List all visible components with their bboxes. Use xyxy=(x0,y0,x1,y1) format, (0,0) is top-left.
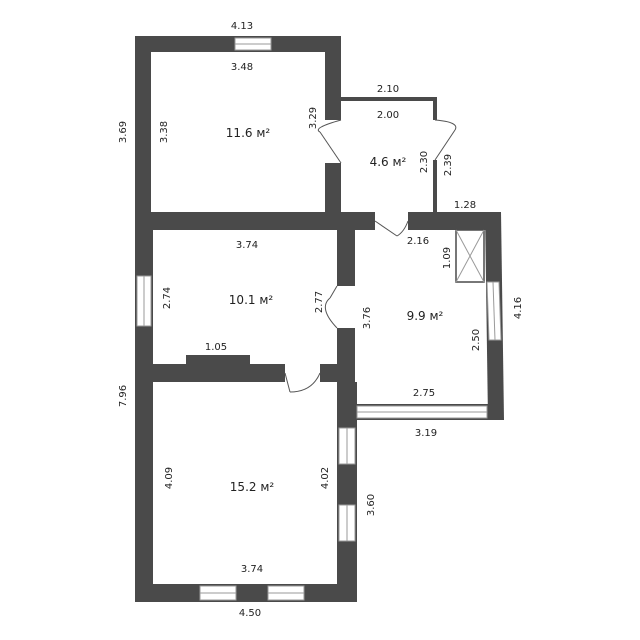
window-right-room5-upper xyxy=(338,427,356,465)
dimension-label: 2.75 xyxy=(413,388,435,399)
dimension-labels: 4.13 3.48 3.69 3.38 3.29 2.10 2.00 2.30 … xyxy=(118,21,524,619)
wall xyxy=(325,163,341,228)
wall xyxy=(135,36,151,228)
shaft-box xyxy=(455,229,485,283)
dimension-label: 1.05 xyxy=(205,342,227,353)
dimension-label: 4.09 xyxy=(164,467,175,489)
window-bottom-right xyxy=(267,585,305,601)
small-room-walls xyxy=(341,97,437,212)
dimension-label: 1.28 xyxy=(454,200,476,211)
door-room1-small xyxy=(317,119,342,164)
window-balcony-right xyxy=(486,281,502,341)
dimension-label: 2.10 xyxy=(377,84,399,95)
dimension-label: 3.29 xyxy=(308,107,319,129)
wall xyxy=(135,584,357,602)
window-balcony-bottom xyxy=(356,405,488,419)
dimension-label: 7.96 xyxy=(118,385,129,407)
windows xyxy=(136,37,502,601)
area-labels: 11.6 м² 4.6 м² 10.1 м² 9.9 м² 15.2 м² xyxy=(226,126,444,494)
wall xyxy=(337,228,355,286)
window-left-room3 xyxy=(136,275,152,327)
dimension-label: 3.69 xyxy=(118,121,129,143)
dimension-label: 2.39 xyxy=(443,154,454,176)
dimension-label: 3.76 xyxy=(362,307,373,329)
wall xyxy=(135,212,375,230)
window-top xyxy=(234,37,272,51)
dimension-label: 1.09 xyxy=(442,247,453,269)
dimension-label: 4.13 xyxy=(231,21,253,32)
dimension-label: 3.38 xyxy=(159,121,170,143)
room-area-label: 15.2 м² xyxy=(230,480,275,494)
door-room3-room4 xyxy=(324,285,338,329)
window-bottom-left xyxy=(199,585,237,601)
dimension-label: 2.74 xyxy=(162,287,173,309)
dimension-label: 4.16 xyxy=(513,297,524,319)
wall xyxy=(337,382,357,602)
dimension-label: 2.30 xyxy=(419,151,430,173)
room-area-label: 4.6 м² xyxy=(370,155,407,169)
room-area-label: 9.9 м² xyxy=(407,309,444,323)
dimension-label: 4.02 xyxy=(320,467,331,489)
dimension-label: 3.48 xyxy=(231,62,253,73)
doors xyxy=(284,119,457,393)
dimension-label: 4.50 xyxy=(239,608,261,619)
room-area-label: 10.1 м² xyxy=(229,293,274,307)
dimension-label: 2.50 xyxy=(471,329,482,351)
dimension-label: 3.74 xyxy=(241,564,263,575)
window-right-room5-lower xyxy=(338,504,356,542)
wall xyxy=(325,36,341,120)
room-area-label: 11.6 м² xyxy=(226,126,271,140)
door-room3-room5 xyxy=(284,372,321,393)
dimension-label: 2.16 xyxy=(407,236,429,247)
dimension-label: 3.60 xyxy=(366,494,377,516)
wall xyxy=(450,212,490,230)
dimension-label: 2.00 xyxy=(377,110,399,121)
door-small-right xyxy=(434,119,457,161)
door-small-room4 xyxy=(374,220,409,237)
wall xyxy=(186,355,250,367)
walls xyxy=(135,36,504,602)
dimension-label: 3.74 xyxy=(236,240,258,251)
dimension-label: 2.77 xyxy=(314,291,325,313)
dimension-label: 3.19 xyxy=(415,428,437,439)
wall xyxy=(135,212,153,602)
wall xyxy=(153,364,285,382)
wall xyxy=(320,364,355,382)
